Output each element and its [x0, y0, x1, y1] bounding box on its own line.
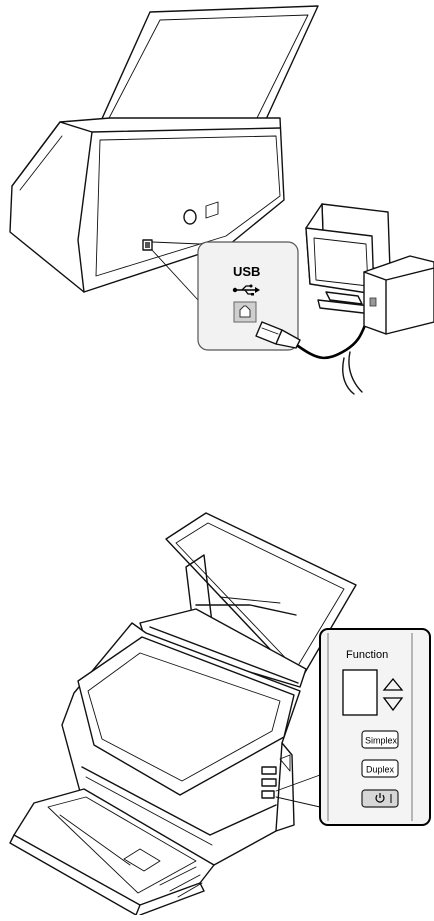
usb-cable — [298, 314, 370, 358]
simplex-button[interactable]: Simplex — [362, 731, 398, 748]
scanner-front-view — [10, 513, 356, 915]
usb-label: USB — [233, 264, 260, 279]
power-button[interactable] — [362, 790, 398, 807]
usb-port-callout: USB — [198, 242, 300, 350]
usb-connection-illustration: USB — [0, 0, 434, 400]
function-number-display — [343, 670, 377, 715]
control-panel-callout: Function Simplex Duplex — [320, 629, 430, 825]
scanner-power-mini-button — [262, 791, 274, 798]
scanner-duplex-mini-button — [262, 779, 276, 786]
usb-connection-drawing: USB — [0, 0, 434, 400]
usb-b-port-icon — [234, 302, 256, 322]
computer-tower — [364, 256, 434, 334]
function-heading: Function — [346, 649, 388, 661]
control-panel-drawing: Function Simplex Duplex — [0, 505, 434, 915]
duplex-label: Duplex — [366, 765, 395, 775]
control-panel-illustration: Function Simplex Duplex — [0, 505, 434, 915]
simplex-label: Simplex — [365, 736, 398, 746]
duplex-button[interactable]: Duplex — [362, 760, 398, 777]
scanner-simplex-mini-button — [262, 767, 276, 774]
